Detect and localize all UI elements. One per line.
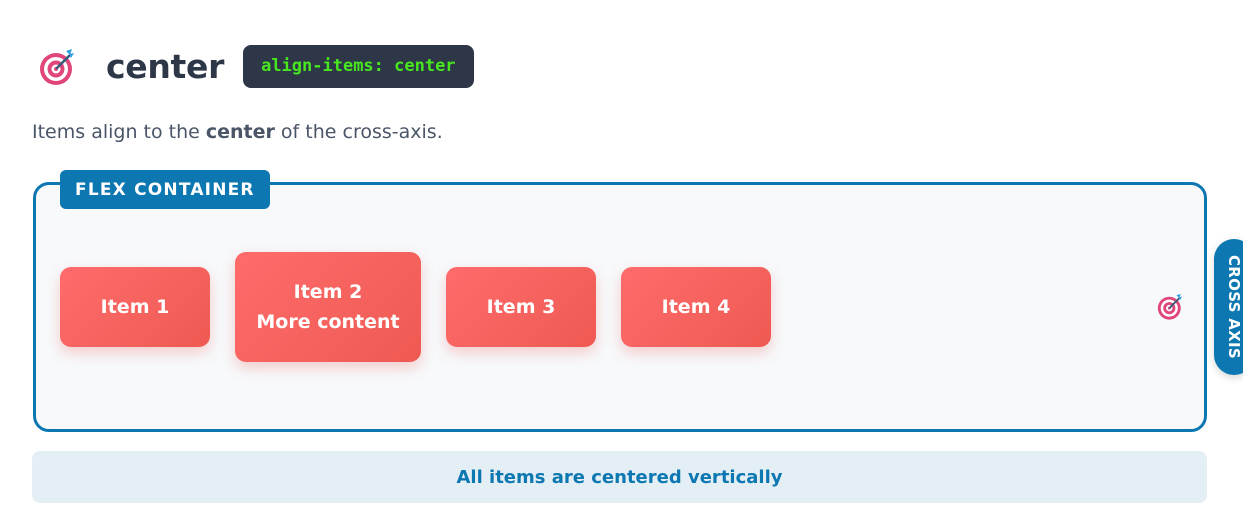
flex-item-label: Item 2 <box>293 281 363 303</box>
description-keyword: center <box>205 121 275 143</box>
info-note: All items are centered vertically <box>32 451 1207 503</box>
info-note-text: All items are centered vertically <box>456 466 783 488</box>
flex-item-1: Item 1 <box>60 267 210 347</box>
description-suffix: of the cross-axis. <box>274 121 443 143</box>
cross-axis-tab <box>1214 239 1243 375</box>
flex-item-label: Item 3 <box>486 296 556 318</box>
flex-item-2: Item 2 More content <box>235 252 421 362</box>
description-prefix: Items align to the <box>32 121 206 143</box>
flex-item-3: Item 3 <box>446 267 596 347</box>
header: center align-items: center <box>36 44 474 88</box>
code-badge: align-items: center <box>243 44 474 88</box>
flex-item-sublabel: More content <box>256 311 400 333</box>
flex-item-label: Item 4 <box>661 296 731 318</box>
flex-item-4: Item 4 <box>621 267 771 347</box>
cross-axis-label: CROSS AXIS <box>1225 254 1243 360</box>
flex-container <box>33 182 1207 432</box>
target-dart-icon <box>40 49 74 85</box>
flex-container-label: FLEX CONTAINER <box>60 170 270 209</box>
flex-item-label: Item 1 <box>100 296 170 318</box>
page-title: center <box>106 46 225 86</box>
target-dart-icon <box>1157 293 1183 320</box>
description: Items align to the center of the cross-a… <box>32 121 443 143</box>
